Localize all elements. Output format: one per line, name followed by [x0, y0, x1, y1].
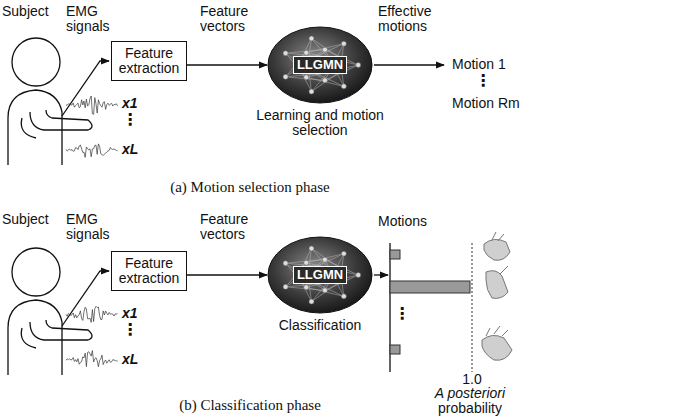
caption: (a) Motion selection phase [90, 180, 410, 195]
process-box: Feature extraction [111, 41, 187, 81]
text-label: Effective motions [378, 4, 456, 34]
box-label: Feature extraction [115, 256, 183, 286]
network-ellipse: LLGMN [267, 236, 373, 314]
connector-arrow [187, 274, 267, 275]
emg-trace [66, 96, 118, 114]
text-label: Motion 1 [452, 57, 532, 72]
text-label: EMG signals [66, 212, 116, 242]
text-label: Motions [378, 214, 458, 229]
network-name: LLGMN [293, 266, 347, 284]
emg-trace [66, 144, 118, 157]
network-name: LLGMN [293, 56, 347, 74]
text-label: Subject [2, 4, 72, 19]
text-label: Learning and motion selection [255, 108, 385, 138]
signal-name: x1 [122, 306, 146, 321]
text-label: ⋮ [394, 306, 408, 321]
text-label: Subject [2, 212, 72, 227]
text-label: Motion Rm [452, 96, 542, 111]
signal-name: x1 [122, 96, 146, 111]
emg-trace [66, 306, 118, 322]
text-label: Feature vectors [200, 4, 270, 34]
text-label: ⋮ [122, 322, 136, 337]
caption: (b) Classification phase [90, 398, 410, 413]
text-label: Feature vectors [200, 212, 270, 242]
process-box: Feature extraction [111, 251, 187, 291]
text-label: 1.0 [455, 372, 489, 387]
text-label: ⋮ [475, 73, 489, 88]
box-label: Feature extraction [115, 46, 183, 76]
hand-icon [482, 232, 512, 360]
signal-name: xL [122, 352, 146, 367]
text-label: A posteriori [420, 386, 520, 401]
text-label: ⋮ [122, 112, 136, 127]
probability-chart [390, 243, 472, 372]
emg-trace [66, 351, 118, 367]
network-ellipse: LLGMN [267, 26, 373, 104]
emg-waveform [66, 96, 118, 367]
text-label: probability [420, 401, 520, 416]
text-label: Classification [255, 318, 385, 333]
connector-arrow [187, 64, 267, 65]
text-label: EMG signals [66, 4, 116, 34]
signal-name: xL [122, 142, 146, 157]
signal-wire [62, 61, 444, 326]
